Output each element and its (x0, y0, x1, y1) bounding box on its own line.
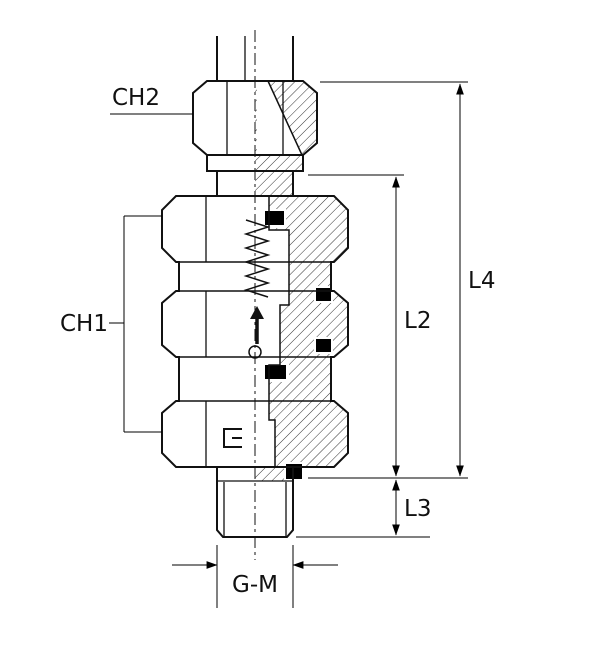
section-hatching (255, 81, 348, 481)
flow-arrow (250, 306, 264, 344)
label-ch1: CH1 (60, 311, 108, 337)
mechanism (223, 219, 271, 448)
neck-section-hatch (255, 171, 293, 196)
cone-seat-white (257, 81, 302, 155)
dimension-l2: L2 (308, 174, 431, 477)
internal-bore-cavity (255, 196, 289, 467)
tube (216, 36, 294, 81)
collar-section-hatch (255, 155, 303, 171)
seal-mid (265, 365, 286, 379)
seal-right-upper (316, 288, 331, 301)
neck (216, 171, 294, 196)
label-l3: L3 (404, 496, 431, 522)
nut-ch2 (192, 80, 318, 156)
retaining-ring (223, 428, 242, 448)
dimension-gm: G-M (172, 545, 338, 608)
label-gm: G-M (232, 572, 278, 598)
collar (206, 154, 304, 172)
leader-ch1 (109, 215, 162, 433)
dimension-l4: L4 (308, 81, 495, 479)
spring (243, 219, 271, 298)
stud-section-hatch (255, 467, 293, 481)
callout-ch2: CH2 (110, 85, 193, 115)
seal-top (265, 211, 284, 225)
callout-ch1: CH1 (60, 215, 162, 433)
label-l4: L4 (468, 268, 495, 294)
label-l2: L2 (404, 308, 431, 334)
label-ch2: CH2 (112, 85, 160, 111)
dimension-l3: L3 (296, 479, 431, 538)
seal-right-lower (316, 339, 331, 352)
